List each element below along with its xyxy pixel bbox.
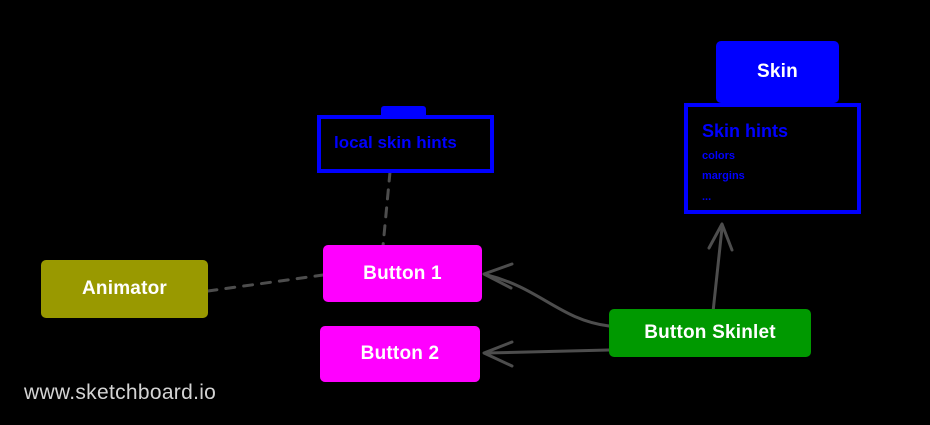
edge-skinlet-to-button-2 [482, 340, 611, 368]
node-button-skinlet[interactable]: Button Skinlet [609, 309, 811, 357]
edge-skinlet-to-skin-hints [707, 222, 734, 314]
node-animator[interactable]: Animator [41, 260, 208, 318]
node-button-1-label: Button 1 [363, 262, 442, 284]
edge-skinlet-to-button-1 [482, 262, 611, 328]
node-local-skin-hints[interactable] [317, 115, 494, 173]
watermark: www.sketchboard.io [24, 381, 217, 404]
node-skin-hints-item-margins: margins [702, 170, 745, 182]
node-local-skin-hints-title: local skin hints [334, 133, 457, 152]
node-skin-label: Skin [757, 61, 798, 82]
node-button-2-label: Button 2 [360, 343, 440, 364]
node-skin-hints-title: Skin hints [702, 121, 789, 141]
node-button-2[interactable]: Button 2 [320, 326, 480, 382]
node-button-1[interactable]: Button 1 [323, 245, 482, 302]
node-animator-label: Animator [82, 278, 167, 299]
edge-local-hints-to-button-1 [381, 170, 392, 248]
node-skin-hints-item-colors: colors [702, 150, 736, 162]
node-button-skinlet-label: Button Skinlet [644, 322, 776, 343]
node-skin-hints-item-ellipsis: ... [702, 191, 712, 203]
edge-animator-to-button-1 [206, 273, 325, 293]
node-skin-hints[interactable] [684, 103, 861, 214]
node-skin[interactable]: Skin [716, 41, 839, 103]
